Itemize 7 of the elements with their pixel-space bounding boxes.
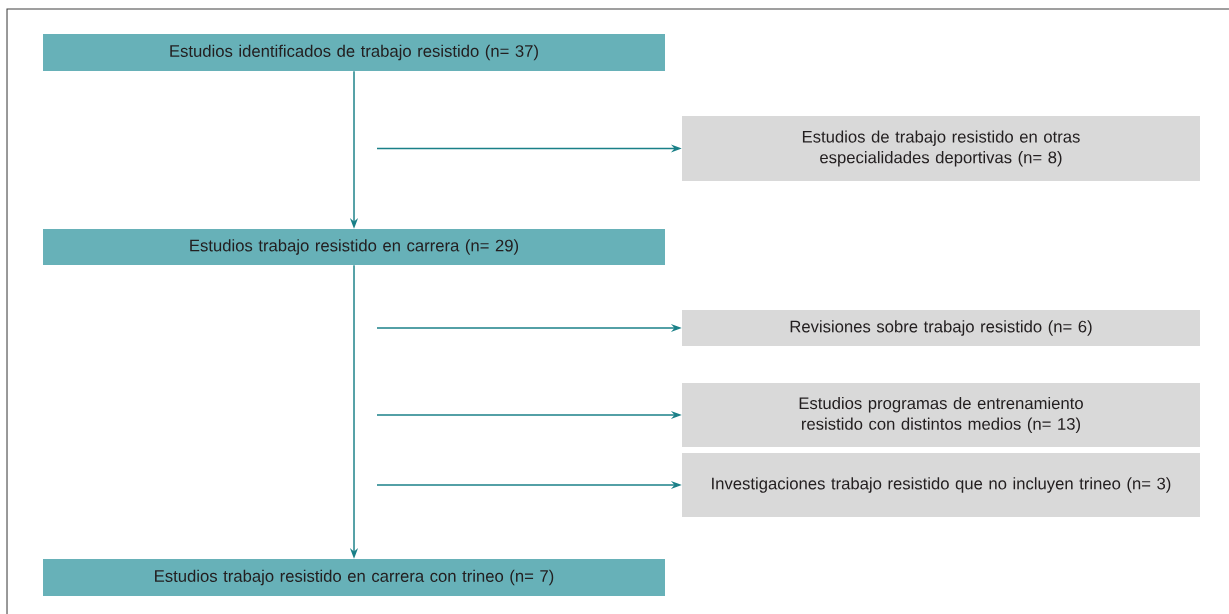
exclusion-box: Estudios programas de entrenamiento resistido con distintos medios (n= 13) bbox=[682, 383, 1200, 447]
stage-box: Estudios identificados de trabajo resistido (n= 37) bbox=[43, 34, 665, 71]
stage-box: Estudios trabajo resistido en carrera (n= 29) bbox=[43, 229, 665, 265]
exclusion-box: Estudios de trabajo resistido en otras especialidades deportivas (n= 8) bbox=[682, 116, 1200, 181]
stage-box: Estudios trabajo resistido en carrera con trineo (n= 7) bbox=[43, 559, 665, 596]
exclusion-box: Investigaciones trabajo resistido que no incluyen trineo (n= 3) bbox=[682, 453, 1200, 517]
exclusion-box: Revisiones sobre trabajo resistido (n= 6) bbox=[682, 310, 1200, 346]
